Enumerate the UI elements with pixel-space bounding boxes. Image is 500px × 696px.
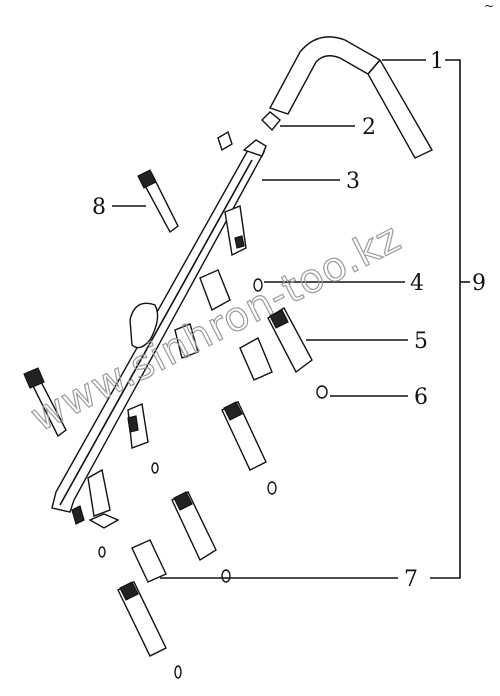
callout-4: 4	[410, 271, 424, 296]
callout-3: 3	[346, 169, 360, 194]
callout-6: 6	[414, 385, 428, 410]
o-ring-part	[98, 278, 328, 679]
callout-5: 5	[414, 329, 428, 354]
cap-part	[131, 337, 273, 583]
callout-7: 7	[404, 567, 418, 592]
corner-mark: ~	[484, 0, 494, 13]
fuel-hose-part	[268, 36, 433, 159]
fuel-rail-part	[51, 139, 267, 529]
bolt-part	[23, 169, 179, 438]
callout-1: 1	[430, 49, 444, 74]
watermark-text: www.sinhron-too.kz	[24, 214, 409, 440]
injector-part	[117, 307, 313, 657]
callout-9: 9	[472, 271, 486, 296]
callout-8: 8	[92, 195, 106, 220]
leader-lines	[112, 59, 470, 579]
clip-part	[217, 111, 281, 152]
callout-2: 2	[362, 115, 376, 140]
